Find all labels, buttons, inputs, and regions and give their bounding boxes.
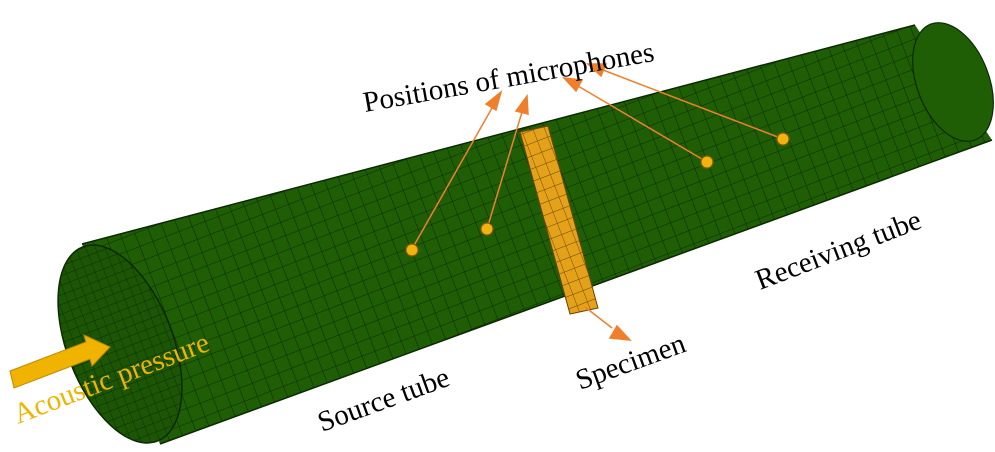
arrowhead-specimen	[608, 324, 632, 341]
leader-lines	[411, 63, 784, 341]
microphone-dot-4	[776, 132, 790, 146]
microphone-dot-1	[405, 243, 419, 257]
microphone-dot-3	[700, 155, 714, 169]
leader-line-mic-2	[486, 111, 523, 230]
leader-line-mic-1	[411, 107, 493, 250]
leader-line-specimen	[584, 306, 613, 329]
microphone-markers	[405, 132, 790, 257]
specimen-label: Specimen	[571, 327, 690, 396]
leader-line-mic-4	[602, 69, 784, 140]
specimen-band	[519, 125, 599, 315]
arrowhead-mic-4	[586, 63, 608, 78]
arrowhead-mic-2	[514, 93, 529, 115]
microphone-dot-2	[480, 222, 494, 236]
leader-line-mic-3	[577, 85, 708, 163]
arrowhead-mic-3	[562, 77, 584, 93]
acoustic-pressure-arrow	[9, 334, 111, 389]
receiving-tube-end-cap	[912, 22, 994, 142]
arrowhead-mic-1	[484, 89, 503, 112]
